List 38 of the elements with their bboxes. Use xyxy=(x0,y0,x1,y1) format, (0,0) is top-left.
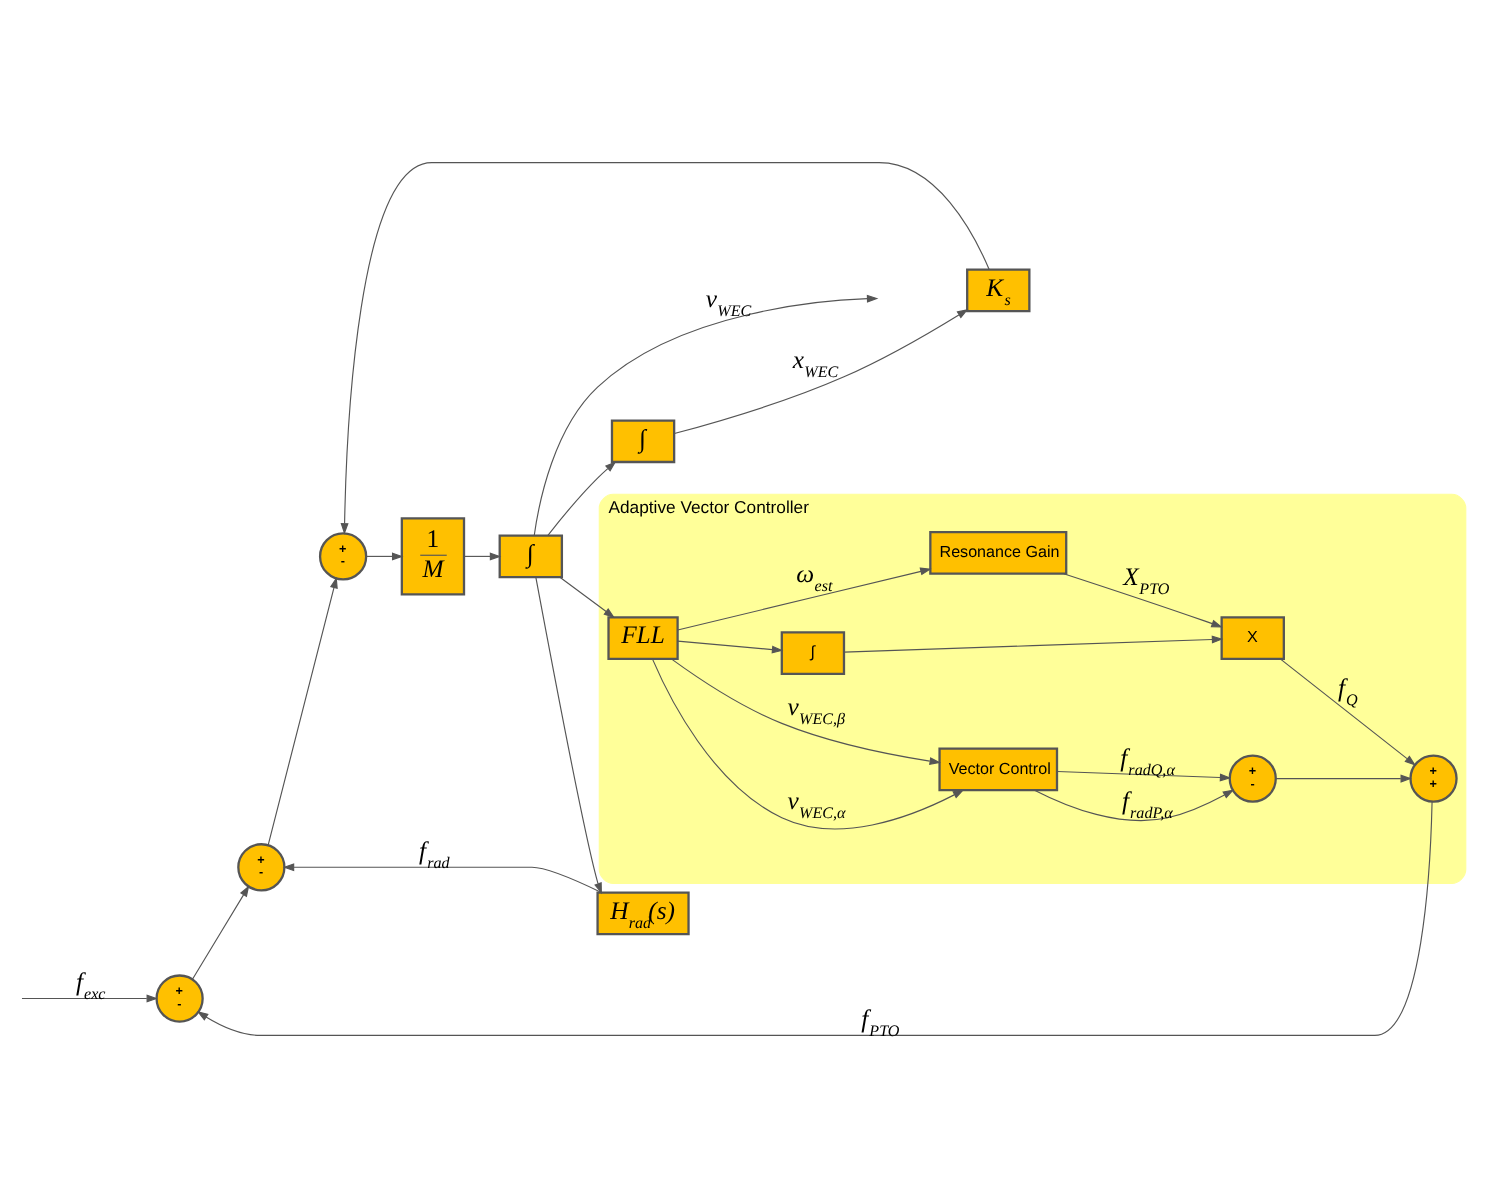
edge-label: ω$_{est}$ xyxy=(796,560,833,596)
node-box: ∫ xyxy=(610,419,676,464)
arrow xyxy=(196,801,1433,1036)
edge-label: f$_{Q}$ xyxy=(1337,674,1358,710)
edge-label: v$_{WEC}$ xyxy=(705,285,752,321)
node-box: K$_{s}$ xyxy=(966,268,1031,313)
arrow xyxy=(677,640,784,654)
arrow xyxy=(677,567,932,631)
arrow xyxy=(191,885,250,980)
arrow xyxy=(1056,770,1232,782)
arrow xyxy=(365,552,404,561)
arrow xyxy=(673,308,969,435)
arrow xyxy=(547,461,617,537)
arrow xyxy=(843,635,1224,653)
edge-label: X$_{PTO}$ xyxy=(1123,562,1170,598)
arrow xyxy=(282,863,602,894)
edge-label: v$_{WEC,α}$ xyxy=(787,787,846,823)
edge-label: x$_{WEC}$ xyxy=(792,346,839,382)
edge-label: f$_{radQ,α}$ xyxy=(1120,743,1175,779)
edge-label: v$_{WEC,β}$ xyxy=(787,692,846,728)
arrow xyxy=(1275,774,1413,783)
arrow xyxy=(533,294,879,537)
arrow xyxy=(535,576,602,895)
arrow xyxy=(463,552,502,561)
node-box: 1 M xyxy=(400,517,466,596)
edge-label: f$_{rad}$ xyxy=(419,836,450,872)
arrow xyxy=(651,658,965,830)
arrow xyxy=(1063,573,1223,628)
arrow xyxy=(1033,789,1235,822)
arrow xyxy=(559,576,616,619)
arrow xyxy=(340,162,990,535)
arrow xyxy=(1279,658,1416,766)
node-box: FLL xyxy=(607,616,679,660)
node-box: ∫ xyxy=(498,534,564,579)
node-box: H$_{rad}$(s) xyxy=(596,891,690,936)
edge-label: f$_{radP,α}$ xyxy=(1122,787,1173,823)
arrow xyxy=(671,658,942,766)
arrow xyxy=(267,576,338,846)
